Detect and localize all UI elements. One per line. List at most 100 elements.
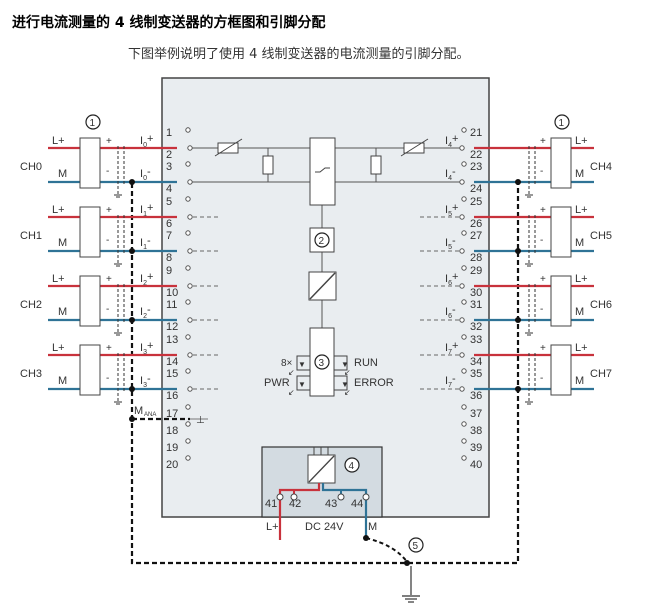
pin-number-8: 8 [166, 252, 172, 264]
transmitter-lplus-label: L+ [52, 135, 65, 147]
current-plus-label: I1+ [140, 202, 153, 218]
svg-text:▼: ▼ [298, 380, 306, 389]
channel-name: CH2 [20, 299, 42, 311]
terminal-37 [461, 404, 467, 410]
transmitter-plus-label: + [106, 136, 112, 147]
terminal-2 [187, 145, 193, 151]
current-minus-label: I6- [445, 304, 456, 320]
pin-number-17: 17 [166, 408, 178, 420]
ground-junction [129, 386, 135, 392]
pin-number-23: 23 [470, 161, 482, 173]
switch-symbol [315, 167, 330, 173]
pin-number-38: 38 [470, 425, 482, 437]
pin-number-22: 22 [470, 149, 482, 161]
pin-number-29: 29 [470, 265, 482, 277]
terminal-32 [459, 317, 465, 323]
transmitter-box [79, 137, 101, 189]
terminal-6 [187, 214, 193, 220]
pin-number-34: 34 [470, 356, 482, 368]
transmitter-plus-label: + [540, 343, 546, 354]
svg-text:↙: ↙ [288, 368, 295, 377]
terminal-33 [461, 334, 467, 340]
isolation-slash [309, 272, 336, 300]
current-minus-label: I4- [445, 166, 456, 182]
terminal-20 [185, 455, 191, 461]
transmitter-box [550, 137, 572, 189]
transmitter-box [550, 206, 572, 258]
callout-5: 5 [413, 541, 419, 552]
pin-number-21: 21 [470, 127, 482, 139]
transmitter-lplus-label: L+ [52, 273, 65, 285]
psu-lplus-wire [278, 483, 321, 540]
pin-number-5: 5 [166, 196, 172, 208]
psu-m-label: M [368, 521, 377, 533]
pin-number-26: 26 [470, 218, 482, 230]
terminal-9 [185, 265, 191, 271]
terminal-1 [185, 127, 191, 133]
terminal-24 [459, 179, 465, 185]
terminal-39 [461, 438, 467, 444]
terminal-28 [459, 248, 465, 254]
shunt-resistor-right [370, 155, 382, 175]
current-plus-label: I2+ [140, 271, 153, 287]
terminal-36 [459, 386, 465, 392]
transmitter-m-label: M [575, 237, 584, 249]
channel-name: CH5 [590, 230, 612, 242]
pin-number-36: 36 [470, 390, 482, 402]
terminal-5 [185, 196, 191, 202]
terminal-31 [461, 299, 467, 305]
transmitter-minus-label: - [106, 304, 109, 315]
channel-name: CH0 [20, 161, 42, 173]
adc-block [309, 227, 335, 253]
mana-ground-symbol: ⊥ [196, 415, 205, 426]
pin-number-35: 35 [470, 368, 482, 380]
ground-junction [515, 317, 521, 323]
pin-number-33: 33 [470, 334, 482, 346]
transmitter-plus-label: + [106, 274, 112, 285]
terminal-12 [187, 317, 193, 323]
ptc-resistor-left [214, 138, 243, 157]
current-plus-label: I0+ [140, 133, 153, 149]
ground-junction [515, 248, 521, 254]
pin-number-16: 16 [166, 390, 178, 402]
ground-junction [129, 317, 135, 323]
led-error-label: ERROR [354, 377, 394, 389]
transmitter-plus-label: + [106, 343, 112, 354]
psu-voltage-label: DC 24V [305, 521, 344, 533]
transmitter-m-label: M [575, 375, 584, 387]
channel-name: CH4 [590, 161, 612, 173]
terminal-11 [185, 299, 191, 305]
terminal-30 [459, 283, 465, 289]
psu-m-wire [321, 483, 368, 540]
transmitter-box [550, 275, 572, 327]
svg-text:▼: ▼ [298, 360, 306, 369]
led-pwr-label: PWR [264, 377, 290, 389]
transmitter-plus-label: + [106, 205, 112, 216]
transmitter-lplus-label: L+ [52, 342, 65, 354]
terminal-8 [187, 248, 193, 254]
current-plus-label: I7+ [445, 340, 458, 356]
psu-lplus-label: L+ [266, 521, 279, 533]
pin-number-11: 11 [166, 299, 177, 311]
pin-number-7: 7 [166, 230, 172, 242]
terminal-7 [185, 230, 191, 236]
pin-number-12: 12 [166, 321, 178, 333]
mana-subscript: ANA [144, 412, 156, 418]
ptc-resistor-right [400, 138, 429, 157]
svg-text:↙: ↙ [288, 388, 295, 397]
pin-number-14: 14 [166, 356, 178, 368]
terminal-18 [185, 421, 191, 427]
terminal-34 [459, 352, 465, 358]
transmitter-m-label: M [58, 168, 67, 180]
channel-name: CH7 [590, 368, 612, 380]
transmitter-minus-label: - [540, 235, 543, 246]
callout-2: 2 [319, 236, 325, 247]
terminal-19 [185, 438, 191, 444]
svg-text:↙: ↙ [344, 368, 351, 377]
channel-name: CH3 [20, 368, 42, 380]
